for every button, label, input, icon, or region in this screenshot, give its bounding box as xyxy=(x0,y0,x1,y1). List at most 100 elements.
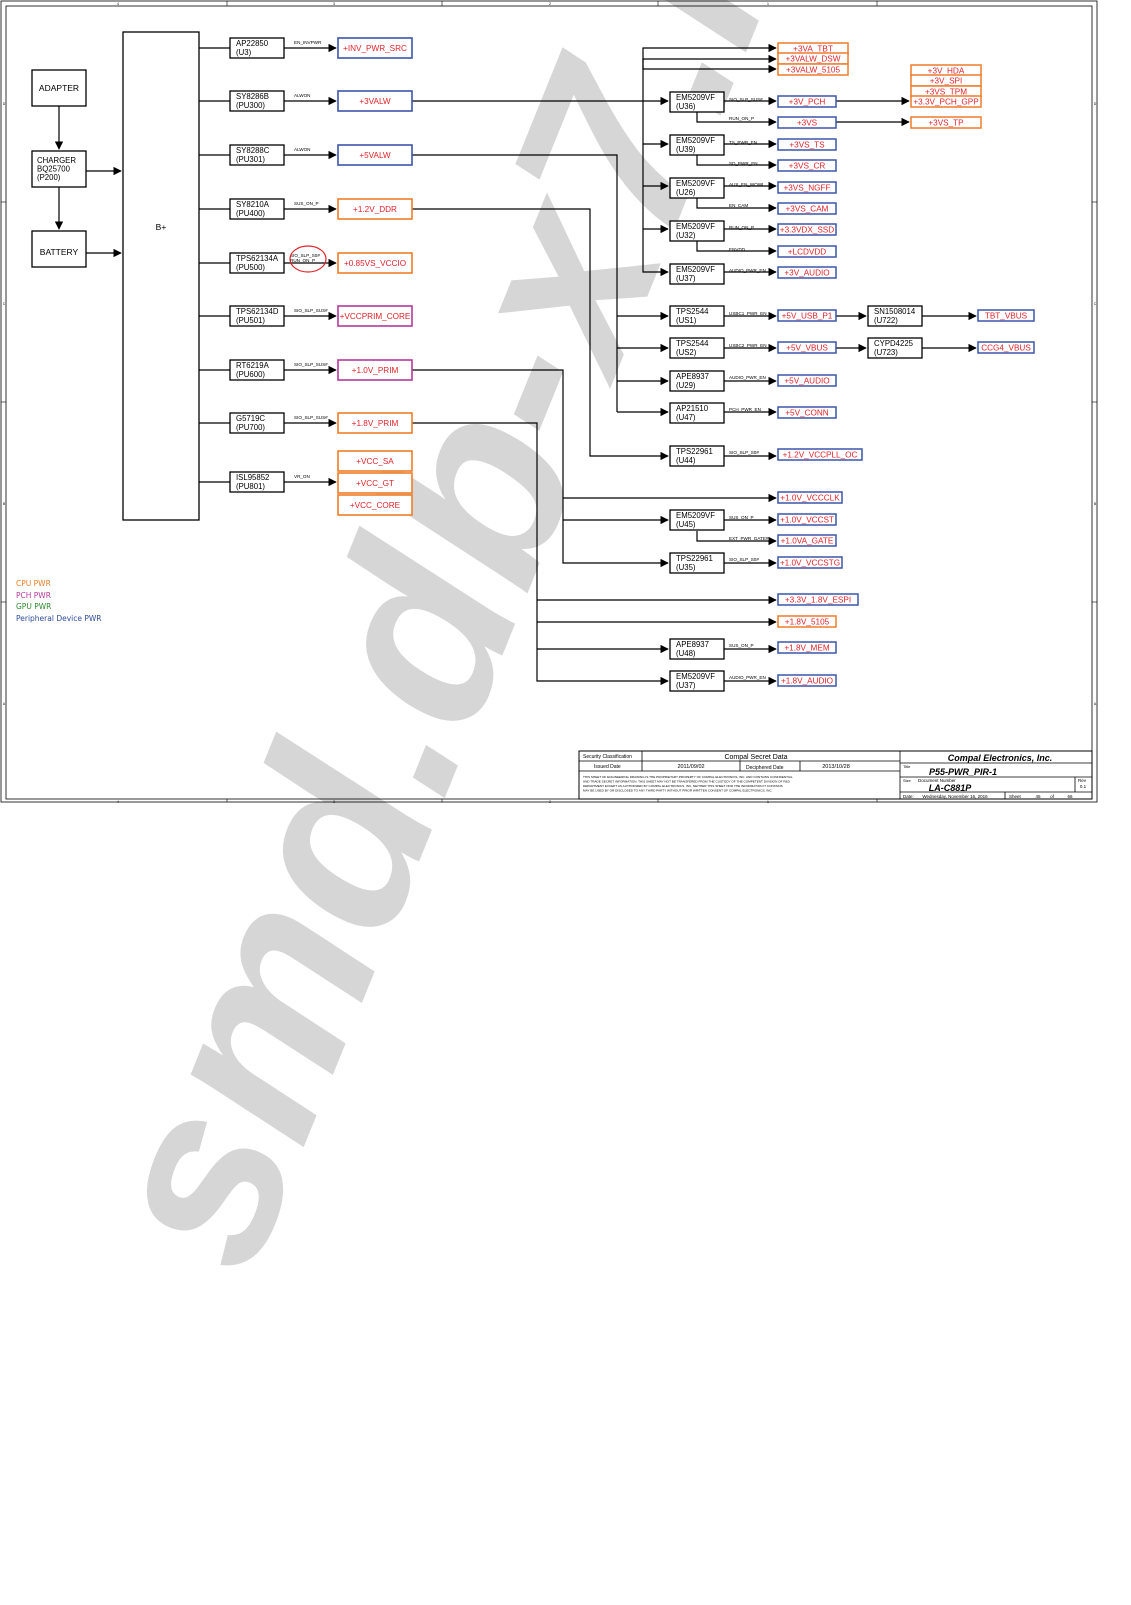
switch-u32 xyxy=(669,220,725,242)
border-number-label: 3 xyxy=(333,2,335,6)
legend-cpu-pwr: CPU PWR xyxy=(16,579,51,588)
regulator-u3 xyxy=(229,37,285,59)
rail-label: CCG4_VBUS xyxy=(981,344,1031,353)
border-letter-label: C xyxy=(1094,302,1097,306)
wire xyxy=(696,112,777,127)
switch-chip-label: EM5209VF xyxy=(676,265,715,274)
enable-signal-label: ENVDD xyxy=(729,247,746,252)
rail-box-pu300 xyxy=(337,90,413,112)
enable-signal-label: USBC2_PWR_EN xyxy=(729,343,767,348)
adapter-block xyxy=(31,69,87,107)
wire xyxy=(696,531,777,546)
regulator-pu501 xyxy=(229,305,285,327)
switch-ref-label: (U37) xyxy=(676,681,696,690)
wire xyxy=(642,59,777,74)
rail-box-r_12v_vccpll_oc xyxy=(777,448,863,461)
switch-chip-label: SN1508014 xyxy=(874,307,916,316)
rail-label: +INV_PWR_SRC xyxy=(343,44,407,53)
sheet-total: 66 xyxy=(1067,794,1073,799)
rail-label: +3VS_CAM xyxy=(785,205,828,214)
wire xyxy=(642,229,669,277)
rail-box-pu400 xyxy=(337,198,413,220)
rail-box-r_3v_audio xyxy=(777,266,837,279)
rail-label: +VCC_GT xyxy=(356,479,394,488)
rail-label: +3VS_TP xyxy=(928,119,964,128)
wire xyxy=(412,422,669,686)
switch-ref-label: (U35) xyxy=(676,563,696,572)
enable-signal-label: SIO_SLP_SUS# xyxy=(294,308,328,313)
wire xyxy=(696,198,777,213)
switch-ref-label: (US2) xyxy=(676,348,697,357)
switch-u44 xyxy=(669,445,725,467)
rail-box-r_5v_usb_p1 xyxy=(777,309,837,322)
rail-box-r_5v_vbus xyxy=(777,341,837,354)
title-label: Title xyxy=(903,764,911,769)
rail-label: +3VS_NGFF xyxy=(783,184,830,193)
rail-label: +VCC_SA xyxy=(356,457,394,466)
rail-label: +5V_CONN xyxy=(785,409,829,418)
switch-us1 xyxy=(669,305,725,327)
rail-label: +3VS_CR xyxy=(789,162,826,171)
rail-label: +5V_AUDIO xyxy=(784,377,829,386)
block-layer: ADAPTERCHARGERBQ25700(P200)BATTERYB+AP22… xyxy=(31,31,1035,692)
wire xyxy=(696,241,777,256)
switch-u29 xyxy=(669,370,725,392)
rail-label: +3VALW xyxy=(359,97,391,106)
rail-label: +1.0VA_GATE xyxy=(781,537,834,546)
switch-chip-label: APE8937 xyxy=(676,372,709,381)
switch-u48 xyxy=(669,638,725,660)
switch-ref-label: (U39) xyxy=(676,145,696,154)
battery-label: BATTERY xyxy=(40,247,79,257)
regulator-chip-label: G5719C xyxy=(236,414,265,423)
enable-signal-label: SIO_SLP_SUS# xyxy=(294,415,328,420)
rail-box-r_10v_vccclk xyxy=(777,491,843,504)
rail-label: +5V_USB_P1 xyxy=(782,312,833,321)
inner-border xyxy=(5,5,1093,800)
rail-box-r_tbt_vbus xyxy=(977,309,1035,322)
border-letter-label: D xyxy=(3,102,6,106)
switch-ref-label: (U26) xyxy=(676,188,696,197)
switch-ref-label: (U47) xyxy=(676,413,696,422)
issued-date: 2011/09/02 xyxy=(677,764,704,770)
rail-label: +3V_PCH xyxy=(789,98,826,107)
rail-label: +VCCPRIM_CORE xyxy=(340,312,411,321)
rail-box-r_5v_conn xyxy=(777,406,837,419)
enable-signal-label: RUN_ON_P xyxy=(729,225,754,230)
regulator-ref-label: (PU400) xyxy=(236,209,265,218)
switch-chip-label: EM5209VF xyxy=(676,136,715,145)
switch-chip-label: AP21510 xyxy=(676,404,709,413)
switch-u45 xyxy=(669,509,725,531)
switch-u723 xyxy=(867,337,923,359)
regulator-chip-label: SY8288C xyxy=(236,146,270,155)
enable-signal-label: SUS_ON_P xyxy=(729,643,754,648)
switch-us2 xyxy=(669,337,725,359)
rail-box-r_33v_pch_gpp xyxy=(910,95,982,108)
doc-number-label: Document Number xyxy=(918,778,956,783)
regulator-chip-label: SY8286B xyxy=(236,92,269,101)
rail-label: +0.85VS_VCCIO xyxy=(344,259,406,268)
enable-signal-label: ALWON xyxy=(294,147,311,152)
border-number-label: 3 xyxy=(333,800,335,804)
border-letter-label: B xyxy=(3,502,6,506)
charger-label: (P200) xyxy=(37,173,61,182)
date-value: Wednesday, November 16, 2016 xyxy=(922,794,988,799)
regulator-chip-label: AP22850 xyxy=(236,39,269,48)
date-label: Date: xyxy=(903,794,914,799)
enable-signal-label: AUDIO_PWR_EN xyxy=(729,268,766,273)
border-number-label: 1 xyxy=(767,2,769,6)
rail-label: +1.0V_VCCSTG xyxy=(780,559,840,568)
sheet-label: Sheet xyxy=(1009,794,1022,799)
rail-box-u3 xyxy=(337,37,413,59)
regulator-chip-label: TPS62134D xyxy=(236,307,279,316)
rail-box-pu500 xyxy=(337,252,413,274)
rail-label: +1.0V_PRIM xyxy=(352,366,399,375)
enable-signal-label: PCH_PWR_EN xyxy=(729,407,761,412)
regulator-pu301 xyxy=(229,144,285,166)
rail-label: +3.3V_PCH_GPP xyxy=(913,98,979,107)
deciphered-date: 2013/10/28 xyxy=(822,764,850,770)
title-block-frame xyxy=(578,750,1093,800)
wire xyxy=(642,43,777,59)
of-label: of xyxy=(1050,794,1055,799)
switch-ref-label: (U48) xyxy=(676,649,696,658)
